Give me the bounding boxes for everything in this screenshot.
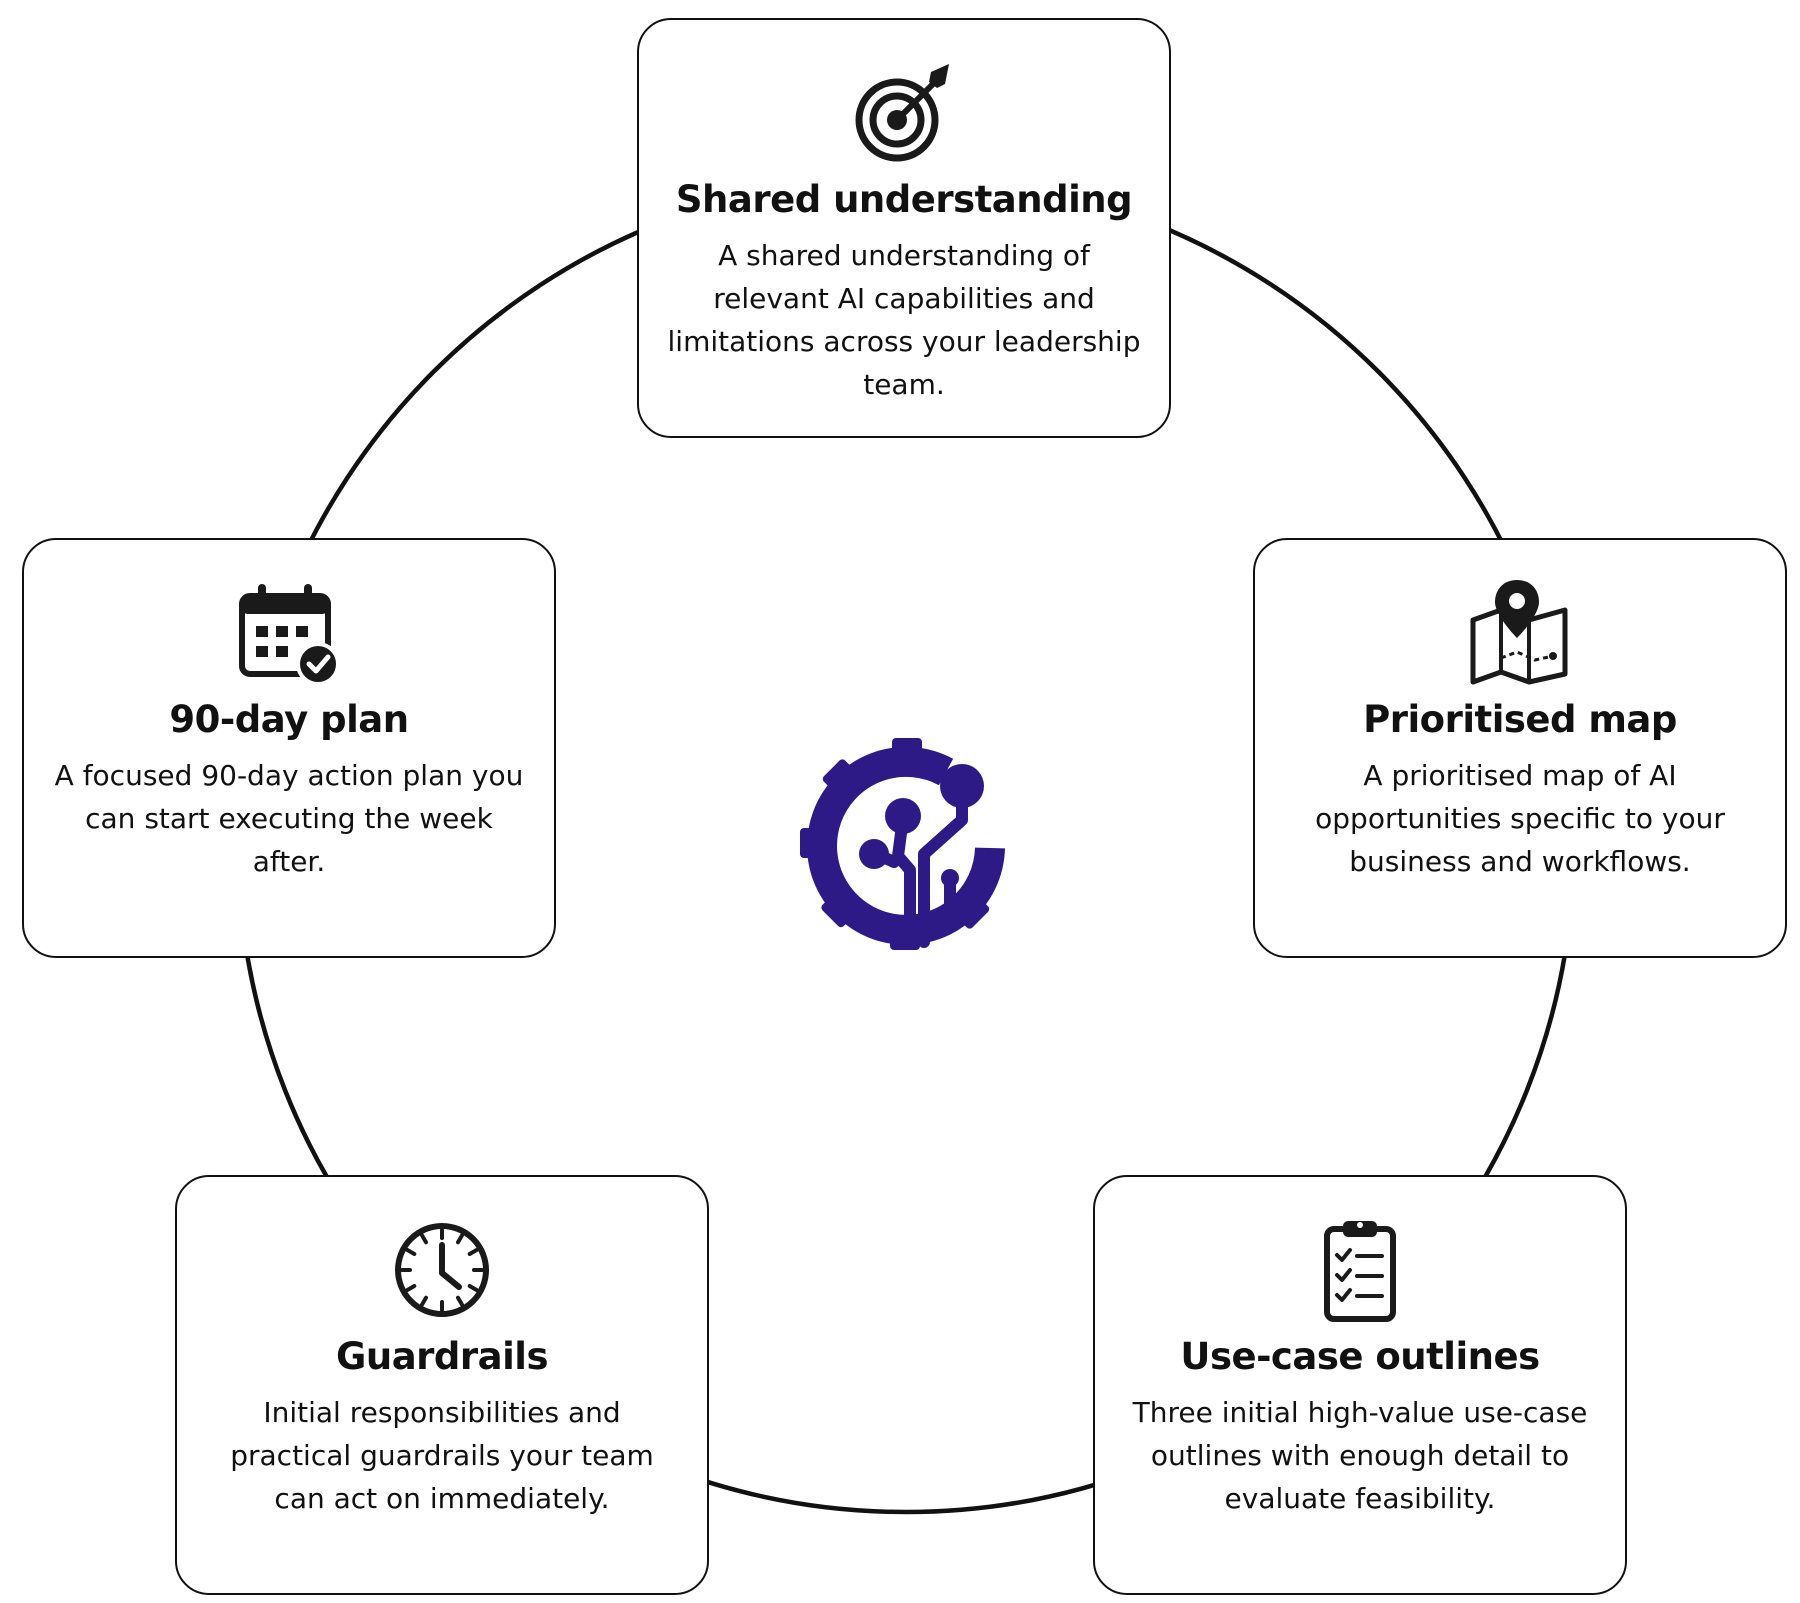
card-title: Prioritised map: [1363, 698, 1677, 741]
map-pin-icon: [1465, 578, 1575, 688]
card-description: A shared understanding of relevant AI ca…: [667, 239, 1141, 402]
card-prioritised-map: Prioritised map A prioritised map of AI …: [1253, 538, 1787, 958]
card-description: A prioritised map of AI opportunities sp…: [1315, 759, 1725, 879]
card-guardrails: Guardrails Initial responsibilities and …: [175, 1175, 709, 1595]
card-shared-understanding: Shared understanding A shared understand…: [637, 18, 1171, 438]
card-title: Use-case outlines: [1180, 1335, 1540, 1378]
card-description: A focused 90-day action plan you can sta…: [54, 759, 524, 879]
card-description: Initial responsibilities and practical g…: [230, 1396, 654, 1516]
center-logo: [798, 736, 1014, 952]
card-title: Guardrails: [335, 1335, 549, 1378]
target-arrow-icon: [849, 58, 959, 168]
clipboard-checklist-icon: [1305, 1215, 1415, 1325]
card-90-day-plan: 90-day plan A focused 90-day action plan…: [22, 538, 556, 958]
gear-circuit-logo-icon: [800, 738, 1005, 950]
card-title: Shared understanding: [675, 178, 1133, 221]
calendar-check-icon: [234, 578, 344, 688]
clock-icon: [387, 1215, 497, 1325]
card-description: Three initial high-value use-case outlin…: [1132, 1396, 1588, 1516]
card-use-case-outlines: Use-case outlines Three initial high-val…: [1093, 1175, 1627, 1595]
card-title: 90-day plan: [169, 698, 409, 741]
